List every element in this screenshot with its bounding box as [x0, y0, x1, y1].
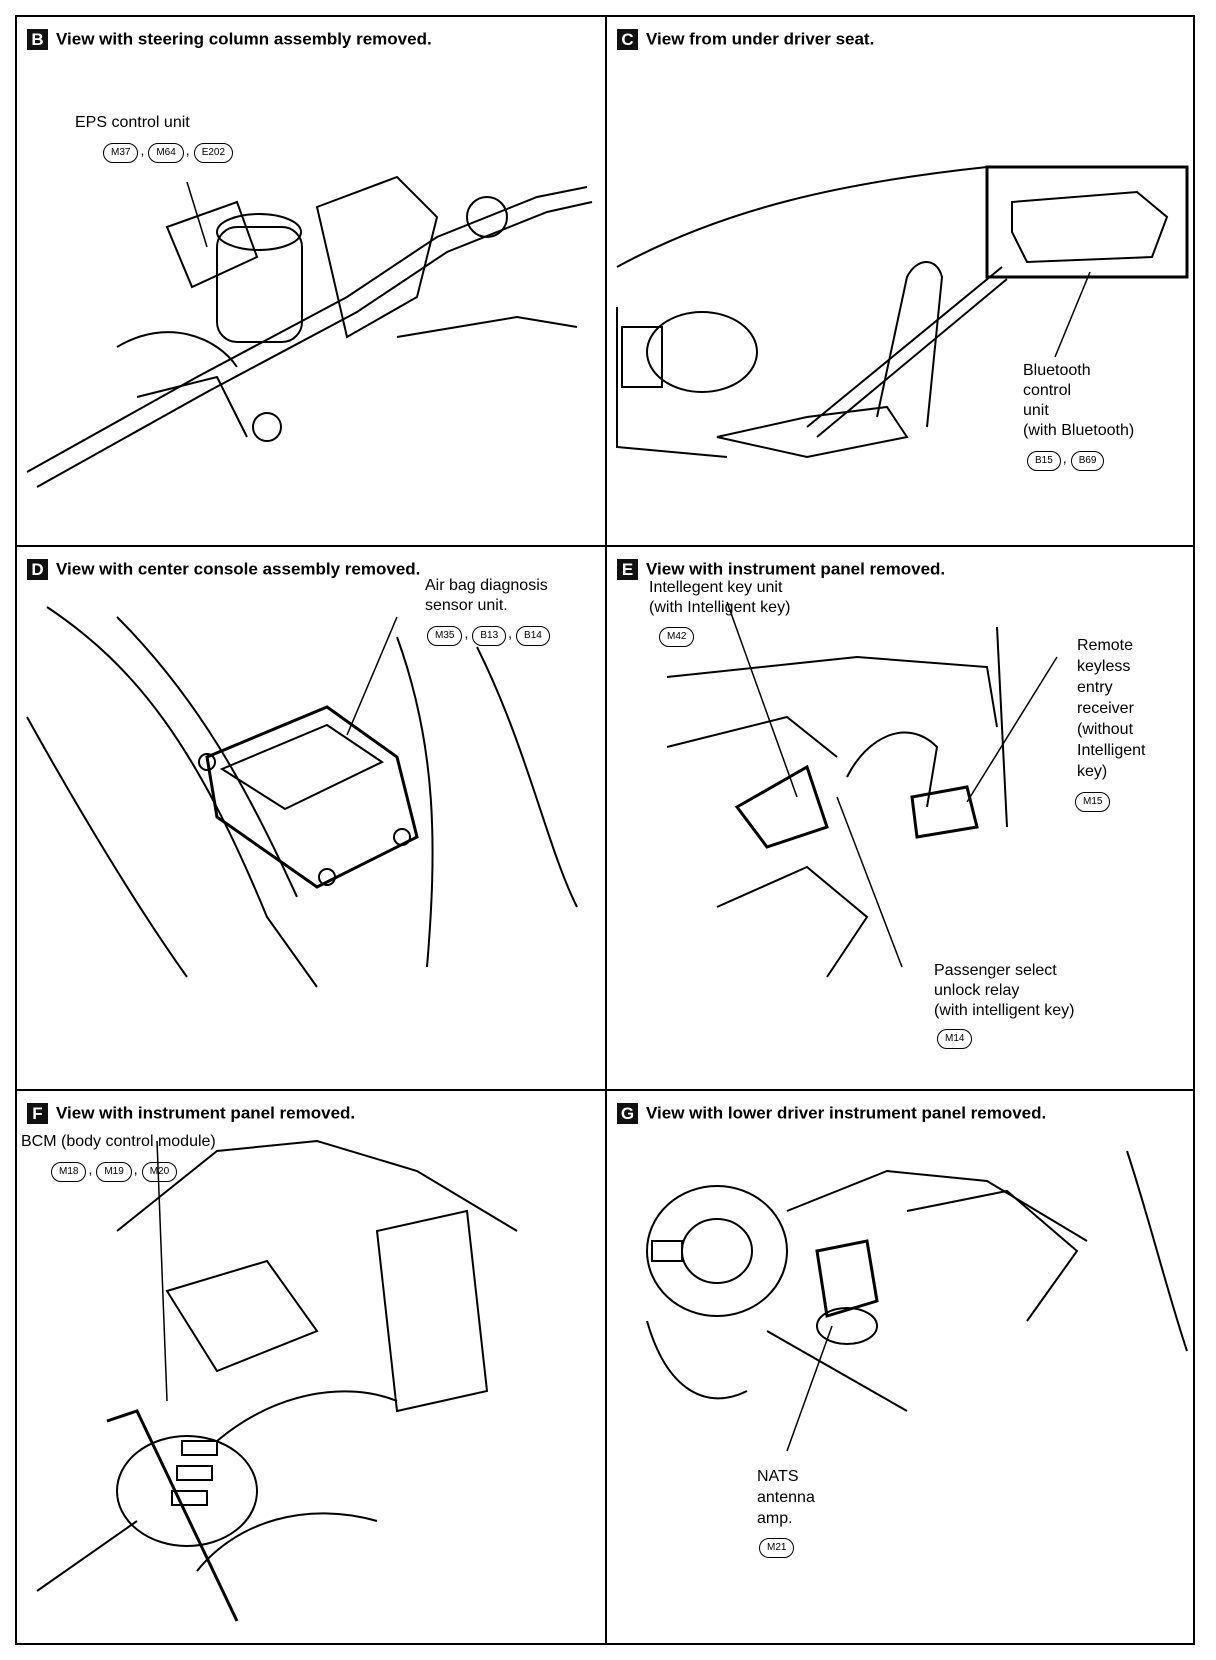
connector-badge: M21 [759, 1538, 795, 1558]
connector-badge: M35 [427, 626, 463, 646]
connector-badge: M20 [141, 1162, 178, 1182]
panel-c-badge: C [617, 29, 638, 51]
panel-g-badge: G [617, 1103, 638, 1125]
connector-badge: M19 [96, 1162, 132, 1182]
key-unit-connector: M42 [659, 626, 696, 647]
receiver-label-line-2: keyless [1077, 658, 1131, 675]
eps-connectors: M37,M64,E202 [103, 142, 235, 163]
connector-badge: M18 [51, 1162, 87, 1182]
bcm-illustration [36, 1139, 518, 1622]
center-console-illustration [26, 606, 578, 988]
panel-c-title-text: View from under driver seat. [646, 29, 875, 49]
panel-d: D View with center console assembly remov… [17, 547, 605, 1089]
bluetooth-connectors: B15,B69 [1027, 450, 1106, 471]
receiver-connector: M15 [1075, 791, 1112, 812]
airbag-label-line-2: sensor unit. [425, 597, 508, 614]
panel-g-title-text: View with lower driver instrument panel … [646, 1103, 1047, 1123]
panel-c-title: C View from under driver seat. [617, 29, 875, 51]
connector-badge: M37 [103, 143, 139, 163]
panel-e-title: E View with instrument panel removed. [617, 559, 946, 581]
bluetooth-label-line-1: Bluetooth [1023, 362, 1091, 379]
receiver-label-line-6: Intelligent [1077, 742, 1146, 759]
connector-badge: B69 [1070, 451, 1105, 471]
bcm-label: BCM (body control module) [21, 1133, 216, 1150]
relay-label-line-3: (with intelligent key) [934, 1002, 1075, 1019]
panel-g: G View with lower driver instrument panel… [607, 1091, 1197, 1645]
grid-divider-1 [17, 545, 1193, 547]
panel-d-title-text: View with center console assembly remove… [56, 559, 421, 579]
steering-column-illustration [26, 175, 593, 488]
airbag-label-line-1: Air bag diagnosis [425, 577, 548, 594]
panel-d-badge: D [27, 559, 48, 581]
panel-d-title: D View with center console assembly remov… [27, 559, 421, 581]
receiver-label-line-3: entry [1077, 679, 1113, 696]
connector-badge: M15 [1075, 792, 1111, 812]
bluetooth-label-line-3: unit [1023, 402, 1049, 419]
panel-e-title-text: View with instrument panel removed. [646, 559, 946, 579]
airbag-connectors: M35,B13,B14 [427, 625, 552, 646]
instrument-panel-illustration [666, 601, 1058, 978]
connector-badge: B14 [516, 626, 550, 646]
key-unit-label-line-2: (with Intelligent key) [649, 599, 791, 616]
nats-label-line-2: antenna [757, 1489, 815, 1506]
nats-label-line-3: amp. [757, 1510, 793, 1527]
connector-badge: M14 [937, 1029, 973, 1049]
relay-label-line-1: Passenger select [934, 962, 1057, 979]
panel-b-title-text: View with steering column assembly remov… [56, 29, 432, 49]
connector-badge: B15 [1027, 451, 1061, 471]
connector-badge: M42 [659, 627, 695, 647]
connector-badge: M64 [148, 143, 184, 163]
connector-badge: E202 [193, 143, 234, 163]
panel-g-title: G View with lower driver instrument panel… [617, 1103, 1047, 1125]
nats-label-line-1: NATS [757, 1468, 799, 1485]
panel-f-badge: F [27, 1103, 48, 1125]
bluetooth-label-line-2: control [1023, 382, 1072, 399]
panel-b: B View with steering column assembly remo… [17, 17, 605, 545]
panel-f: F View with instrument panel removed. BCM… [17, 1091, 605, 1645]
nats-antenna-illustration [646, 1150, 1188, 1452]
eps-control-unit-label: EPS control unit [75, 114, 190, 131]
nats-connector: M21 [759, 1537, 796, 1558]
panel-f-title: F View with instrument panel removed. [27, 1103, 356, 1125]
relay-connector: M14 [937, 1028, 974, 1049]
bluetooth-label-line-4: (with Bluetooth) [1023, 422, 1135, 439]
panel-e: E View with instrument panel removed. Int… [607, 547, 1197, 1089]
key-unit-label-line-1: Intellegent key unit [649, 579, 783, 596]
panel-e-badge: E [617, 559, 638, 581]
panel-b-badge: B [27, 29, 48, 51]
receiver-label-line-5: (without [1077, 721, 1134, 738]
relay-label-line-2: unlock relay [934, 982, 1020, 999]
driver-seat-illustration [616, 165, 1189, 459]
receiver-label-line-4: receiver [1077, 700, 1134, 717]
grid-divider-vertical [605, 17, 607, 1643]
receiver-label-line-1: Remote [1077, 637, 1134, 654]
panel-f-title-text: View with instrument panel removed. [56, 1103, 356, 1123]
grid-divider-2 [17, 1089, 1193, 1091]
panel-b-title: B View with steering column assembly remo… [27, 29, 432, 51]
connector-badge: B13 [472, 626, 507, 646]
diagram-grid: B View with steering column assembly remo… [15, 15, 1195, 1645]
receiver-label-line-7: key) [1077, 763, 1108, 780]
bcm-connectors: M18,M19,M20 [51, 1161, 179, 1182]
